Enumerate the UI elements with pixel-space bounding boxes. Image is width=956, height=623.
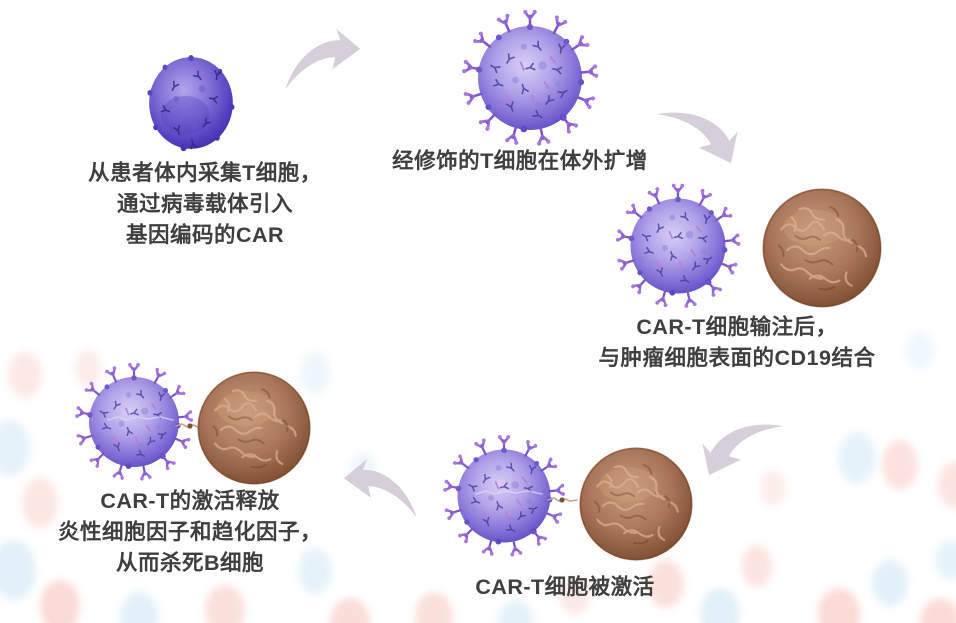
background-dot [330,598,370,623]
background-dot [498,600,534,623]
curved-arrow-icon [274,23,370,95]
background-dot [920,598,956,623]
step-2-caption: 经修饰的T细胞在体外扩增 [355,146,685,177]
car-t-and-tumor-icon [612,174,883,314]
tumor-cell-icon [761,187,883,309]
background-dot [935,540,956,580]
background-dot [938,462,956,508]
background-dot [0,420,30,476]
car-t-activation-icon [436,422,694,562]
background-dot [205,585,245,623]
tumor-cell-icon [196,370,312,486]
background-dot [872,560,908,606]
step-5-caption: CAR-T的激活释放 炎性细胞因子和趋化因子， 从而杀死B细胞 [25,486,355,579]
caption-line: CAR-T细胞输注后， [636,315,838,339]
caption-line: 基因编码的CAR [125,223,285,247]
step-3-caption: CAR-T细胞输注后， 与肿瘤细胞表面的CD19结合 [572,312,902,374]
background-dot [8,352,42,398]
caption-line: 从患者体内采集T细胞， [88,161,322,185]
car-t-cell-icon [458,6,602,150]
step-4-caption: CAR-T细胞被激活 [400,572,730,603]
background-dot [120,592,158,623]
car-t-cell-icon [616,184,741,308]
caption-line: 炎性细胞因子和趋化因子， [57,520,322,544]
caption-line: CAR-T的激活释放 [100,489,280,513]
tumor-cell-icon [578,446,694,562]
background-dot [906,330,934,370]
activation-streak [107,416,174,421]
background-dot [40,580,80,623]
caption-line: 通过病毒载体引入 [116,192,293,216]
background-dot [838,432,876,484]
background-dot [818,588,860,623]
car-t-cell-icon [75,363,193,481]
step-1-caption: 从患者体内采集T细胞， 通过病毒载体引入 基因编码的CAR [40,158,370,251]
caption-line: 经修饰的T细胞在体外扩增 [392,149,648,173]
background-dot [882,440,918,490]
caption-line: 从而杀死B细胞 [115,551,265,575]
caption-line: 与肿瘤细胞表面的CD19结合 [598,346,876,370]
activation-streak [475,490,543,495]
t-cell-icon [140,52,242,154]
background-dot [742,545,772,587]
synapse-link-icon [547,496,578,504]
caption-line: CAR-T细胞被激活 [475,575,655,599]
car-t-kill-b-cell-icon [70,342,312,486]
car-t-cell-icon [443,435,565,557]
